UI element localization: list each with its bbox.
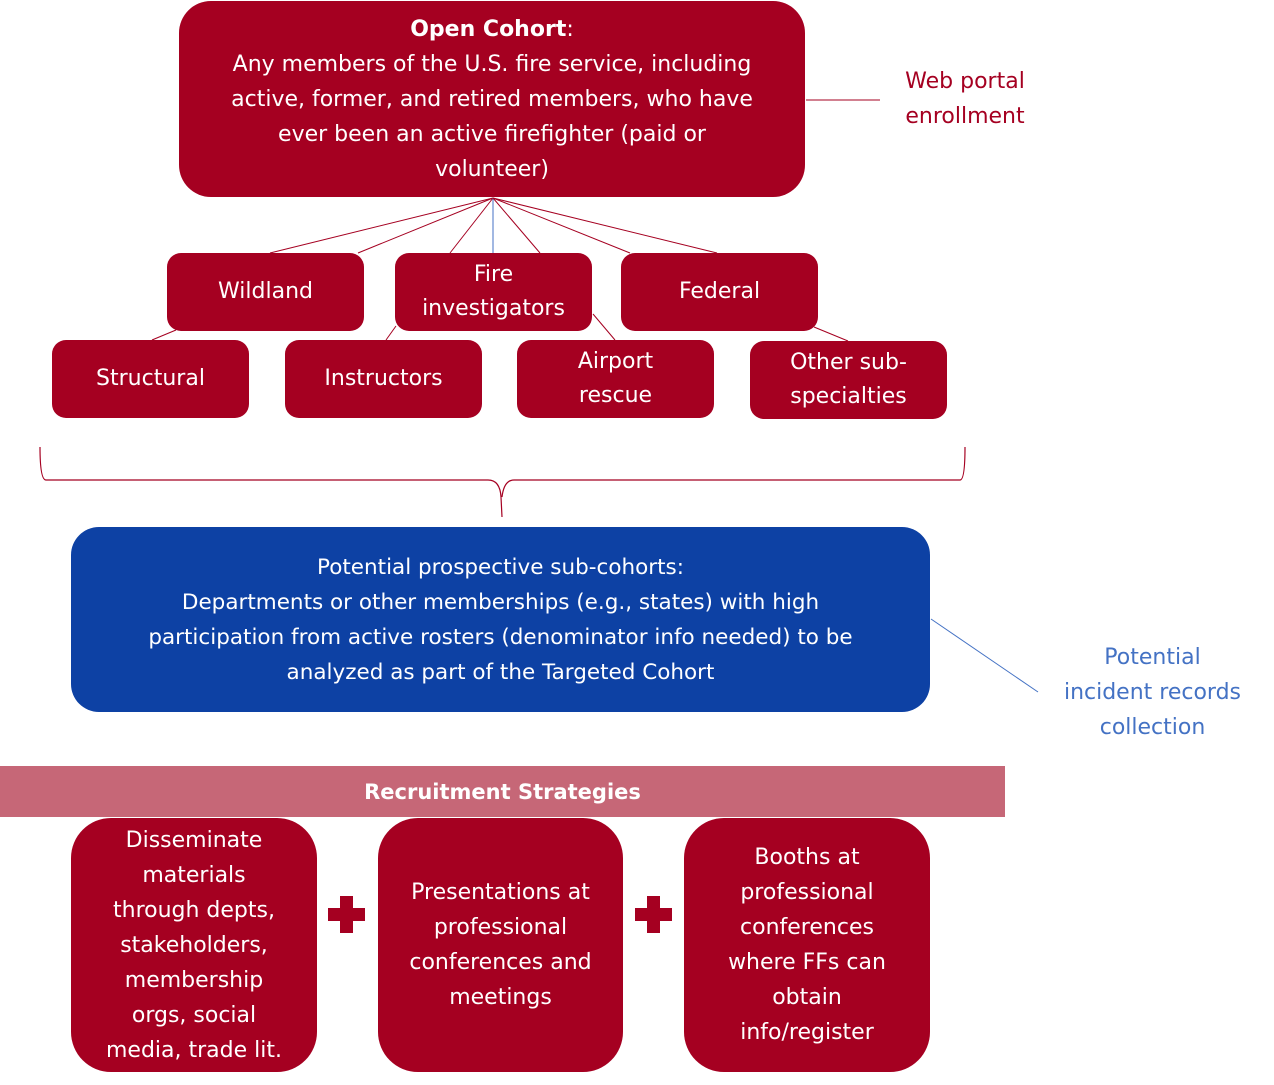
strategy-line: obtain (772, 985, 842, 1010)
subspecialty-label: rescue (578, 383, 653, 408)
strategy-line: where FFs can (728, 950, 886, 975)
subspecialty-federal: Federal (621, 253, 818, 331)
subspecialty-structural: Structural (52, 340, 249, 418)
strategy-line: materials (142, 862, 246, 888)
grouping-brace (39, 446, 966, 518)
strategy-line: meetings (449, 985, 552, 1010)
subspecialty-label: specialties (790, 384, 907, 409)
connector-wildland-structural (151, 329, 177, 341)
open-cohort-line: Any members of the U.S. fire service, in… (232, 51, 752, 77)
incident-label-line: Potential (1104, 645, 1201, 670)
strategy-booths: Booths at professional conferences where… (684, 818, 930, 1072)
incident-label-line: collection (1099, 715, 1206, 740)
web-portal-label-line: enrollment (905, 104, 1025, 129)
strategy-line: stakeholders, (120, 932, 268, 958)
incident-label-line: incident records (1063, 680, 1242, 705)
connector-to-investigators-b (492, 197, 541, 254)
strategy-presentations: Presentations at professional conference… (378, 818, 623, 1072)
strategy-line: orgs, social (131, 1002, 257, 1028)
strategy-line: through depts, (113, 897, 275, 923)
subspecialty-wildland: Wildland (167, 253, 364, 331)
strategy-line: conferences (740, 915, 874, 940)
connector-investigators-instructors (385, 325, 397, 341)
connector-federal-other (813, 326, 849, 342)
strategy-line: media, trade lit. (106, 1037, 282, 1063)
strategy-line: membership (124, 967, 264, 993)
plus-icon (328, 896, 365, 933)
connector-investigators-airport (592, 313, 616, 341)
connector-to-federal-a (492, 197, 631, 254)
sub-cohorts-line: analyzed as part of the Targeted Cohort (286, 659, 715, 685)
subspecialty-label: Federal (678, 279, 761, 304)
web-portal-enrollment-label: Web portal enrollment (880, 64, 1050, 134)
open-cohort-title: Open Cohort (410, 16, 567, 42)
strategy-line: Disseminate (125, 827, 263, 853)
open-cohort-title-line: Open Cohort: (410, 12, 574, 47)
connector-to-federal-b (492, 197, 718, 254)
open-cohort-line: active, former, and retired members, who… (231, 86, 753, 112)
subspecialty-label: Structural (96, 366, 205, 391)
sub-cohorts-line: Departments or other memberships (e.g., … (181, 589, 820, 615)
prospective-sub-cohorts-box: Potential prospective sub-cohorts: Depar… (71, 527, 930, 712)
strategy-line: conferences and (409, 950, 592, 975)
strategy-line: Booths at (754, 845, 860, 870)
strategy-disseminate-materials: Disseminate materials through depts, sta… (71, 818, 317, 1072)
strategy-line: professional (433, 915, 568, 940)
subspecialty-instructors: Instructors (285, 340, 482, 418)
open-cohort-line: volunteer) (435, 156, 549, 182)
strategy-line: professional (740, 880, 874, 905)
plus-icon (635, 896, 672, 933)
web-portal-label-line: Web portal (905, 69, 1025, 94)
subspecialty-label: Wildland (218, 279, 313, 304)
recruitment-strategies-title: Recruitment Strategies (364, 779, 641, 804)
sub-cohorts-line: participation from active rosters (denom… (148, 624, 853, 650)
subspecialty-label: Other sub- (790, 350, 907, 375)
open-cohort-line: ever been an active firefighter (paid or (278, 121, 706, 147)
connector-to-wildland-a (269, 197, 494, 254)
subspecialty-airport-rescue: Airport rescue (517, 340, 714, 418)
open-cohort-box: Open Cohort: Any members of the U.S. fir… (179, 1, 805, 197)
recruitment-strategies-banner: Recruitment Strategies (0, 766, 1005, 817)
subspecialty-label: Instructors (324, 366, 443, 391)
connector-incident-records (930, 618, 1039, 693)
connector-to-investigators-a (449, 197, 494, 254)
strategy-line: info/register (740, 1020, 874, 1045)
subspecialty-other: Other sub- specialties (750, 341, 947, 419)
subspecialty-fire-investigators: Fire investigators (395, 253, 592, 331)
sub-cohorts-line: Potential prospective sub-cohorts: (317, 554, 684, 580)
incident-records-label: Potential incident records collection (1040, 640, 1265, 745)
subspecialty-label: Airport (577, 349, 654, 374)
connector-to-wildland-b (357, 197, 494, 254)
strategy-line: Presentations at (411, 880, 590, 905)
open-cohort-title-suffix: : (566, 16, 574, 42)
subspecialty-label: investigators (422, 296, 565, 321)
subspecialty-label: Fire (473, 262, 514, 287)
